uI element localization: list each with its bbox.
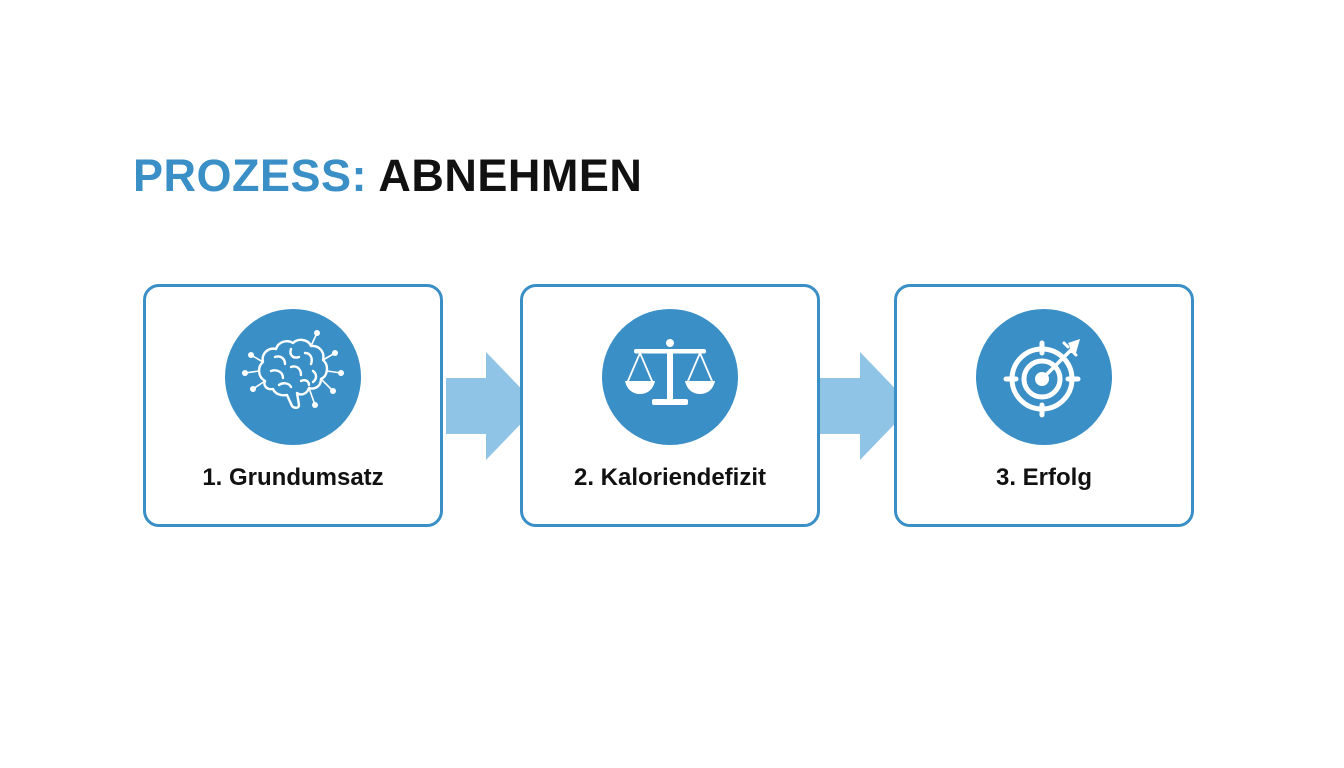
step-card-kaloriendefizit: 2. Kaloriendefizit <box>520 284 820 527</box>
brain-icon <box>242 330 344 409</box>
title-main: ABNEHMEN <box>378 150 643 201</box>
page-title: PROZESS: ABNEHMEN <box>133 150 642 202</box>
step-card-erfolg: 3. Erfolg <box>894 284 1194 527</box>
target-icon <box>1003 339 1081 418</box>
flow-arrow <box>820 352 912 460</box>
arrow-right-icon <box>820 352 912 460</box>
arrow-right-icon <box>446 352 538 460</box>
step-icon-circle <box>225 309 361 445</box>
step-label: 2. Kaloriendefizit <box>573 464 767 491</box>
step-icon-circle <box>602 309 738 445</box>
step-card-grundumsatz: 1. Grundumsatz <box>143 284 443 527</box>
scale-icon <box>625 339 715 405</box>
step-label: 1. Grundumsatz <box>202 464 384 491</box>
step-icon-circle <box>976 309 1112 445</box>
flow-arrow <box>446 352 538 460</box>
step-label: 3. Erfolg <box>995 464 1092 491</box>
title-prefix: PROZESS: <box>133 150 368 201</box>
